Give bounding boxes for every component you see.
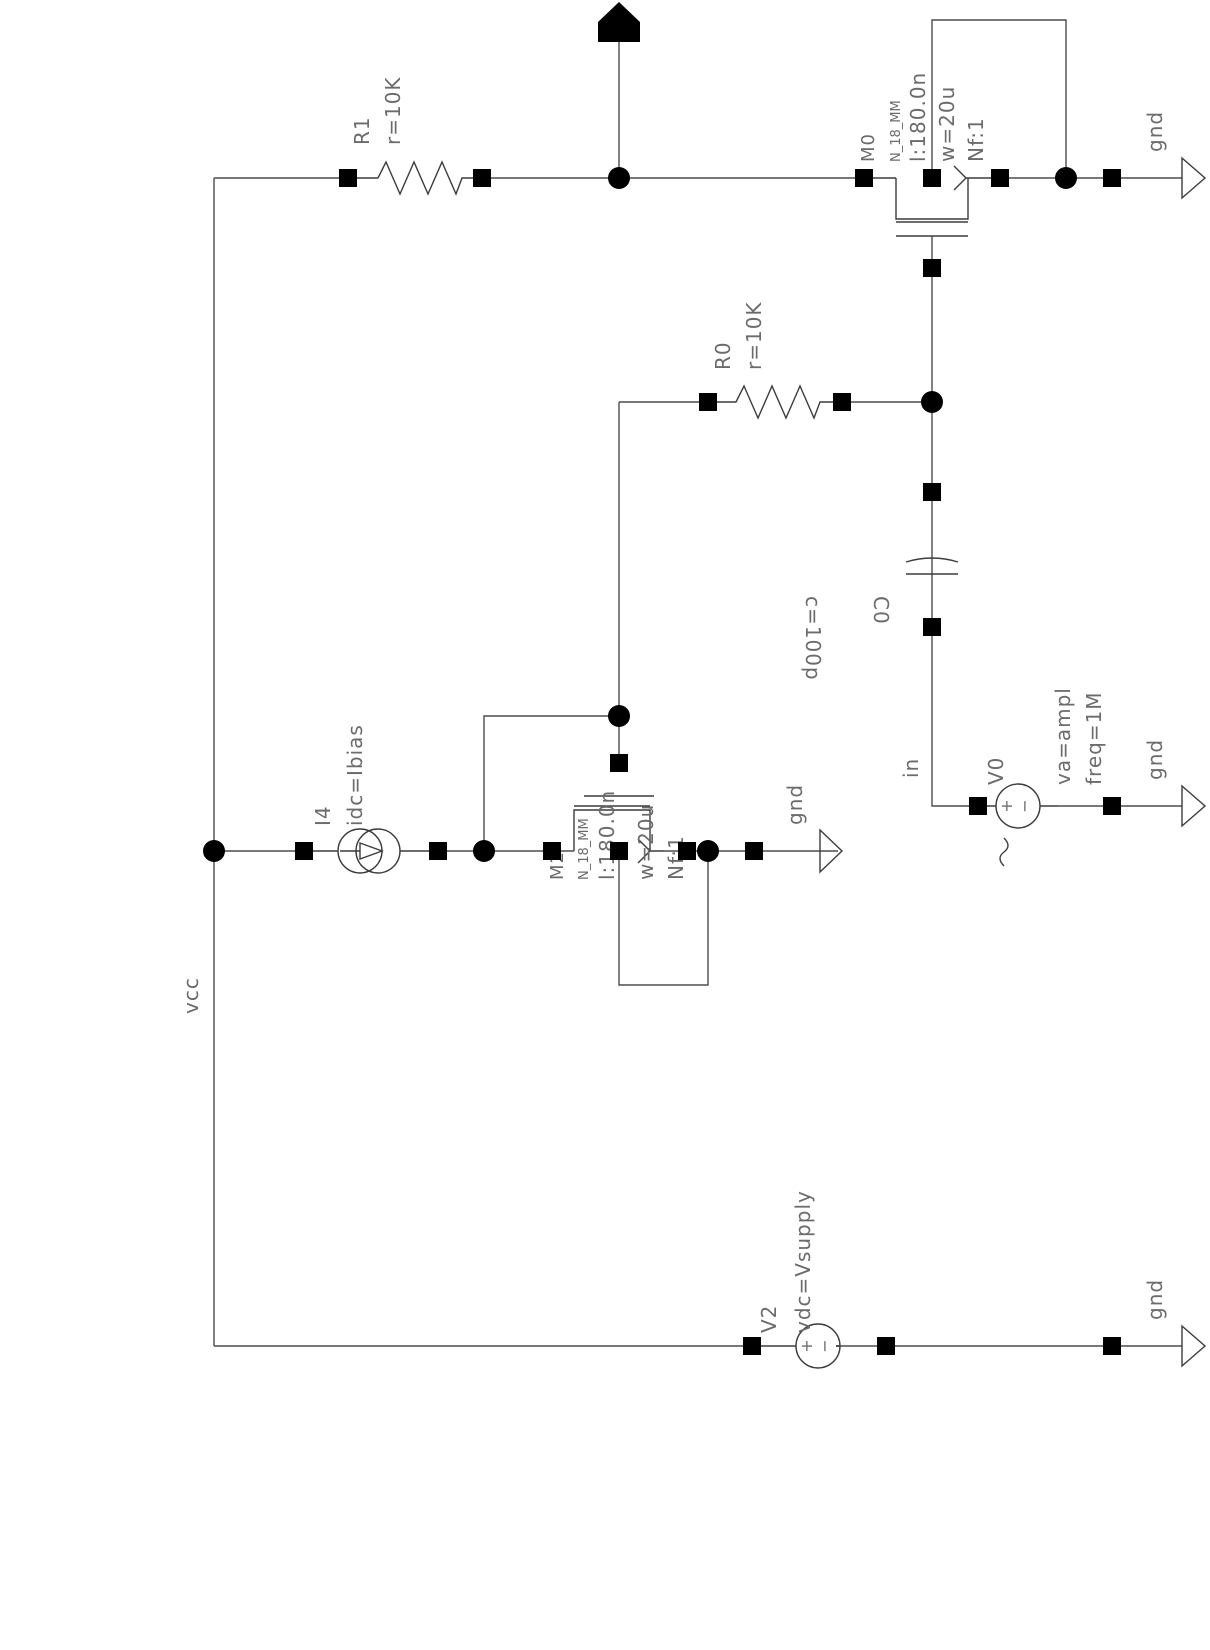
pin-m0-bulk: [923, 169, 941, 187]
pin-m2-bulk: [610, 842, 628, 860]
pin-r1-b: [473, 169, 491, 187]
pin-m2-gate: [610, 754, 628, 772]
v2-name-label: V2: [757, 1305, 781, 1333]
pin-i4-b: [429, 842, 447, 860]
v0-va-label: va=ampl: [1051, 687, 1075, 785]
m0-width-label: w=20u: [935, 86, 959, 162]
v0-plus-sign: +: [997, 799, 1016, 812]
m2-length-label: l:180.0n: [595, 790, 619, 880]
pin-m2-source: [678, 842, 696, 860]
junction-m0-source: [1055, 167, 1077, 189]
ac-wave-icon: [999, 837, 1009, 867]
wires: [213, 19, 1182, 1347]
capacitor-c0[interactable]: C0 c=100p: [801, 557, 959, 681]
transistor-m0[interactable]: M0 N_18_MM l:180.0n w=20u Nf:1: [858, 72, 1000, 237]
m2-model-label: N_18_MM: [577, 818, 592, 880]
net-label-vcc: vcc: [179, 977, 203, 1014]
pin-c0-a: [923, 483, 941, 501]
pin-c0-b: [923, 618, 941, 636]
ground-m2: gnd: [783, 784, 844, 874]
pin-gnd-m2: [745, 842, 763, 860]
v2-value-label: vdc=Vsupply: [791, 1190, 815, 1333]
wire-m2-diode: [483, 715, 619, 851]
r0-name-label: R0: [711, 341, 735, 370]
m2-width-label: w=20u: [634, 804, 658, 880]
wire-m2-bulk-loop: [618, 851, 709, 986]
v0-freq-label: freq=1M: [1082, 691, 1106, 785]
c0-name-label: C0: [869, 596, 893, 625]
junction-m2-source: [697, 840, 719, 862]
m0-length-label: l:180.0n: [906, 72, 930, 162]
m0-nf-label: Nf:1: [964, 117, 988, 162]
pin-v0-plus: [969, 797, 987, 815]
transistor-m2[interactable]: M2 N_18_MM l:180.0n w=20u Nf:1: [547, 790, 688, 880]
gnd-label-v0: gnd: [1143, 739, 1167, 780]
c0-value-label: c=100p: [801, 596, 825, 681]
pin-v2-minus: [877, 1337, 895, 1355]
resistor-r1[interactable]: R1 r=10K: [348, 76, 482, 196]
current-source-i4[interactable]: I4 idc=Ibias: [304, 724, 438, 874]
pin-gnd-m0: [1103, 169, 1121, 187]
junction-m2-drain: [473, 840, 495, 862]
dc-source-v2[interactable]: + − V2 vdc=Vsupply: [752, 1190, 841, 1369]
junction-gate: [921, 391, 943, 413]
v0-name-label: V0: [984, 757, 1008, 785]
pin-r0-b: [833, 393, 851, 411]
pin-v2-plus: [743, 1337, 761, 1355]
r1-value-label: r=10K: [381, 76, 405, 145]
pin-gnd-v2: [1103, 1337, 1121, 1355]
ground-v2: gnd: [1143, 1279, 1207, 1368]
pin-m0-source: [991, 169, 1009, 187]
v2-plus-sign: +: [797, 1339, 816, 1352]
v2-minus-sign: −: [815, 1339, 834, 1352]
pin-r1-a: [339, 169, 357, 187]
output-pin-icon[interactable]: [598, 2, 640, 42]
i4-value-label: idc=Ibias: [343, 724, 367, 826]
gnd-label-m2: gnd: [783, 784, 807, 825]
m0-model-label: N_18_MM: [889, 100, 904, 162]
r1-name-label: R1: [350, 116, 374, 145]
pin-i4-a: [295, 842, 313, 860]
r0-value-label: r=10K: [742, 301, 766, 370]
junction-m2-gate: [608, 705, 630, 727]
pin-m0-gate: [923, 259, 941, 277]
ac-source-v0[interactable]: + − V0 va=ampl freq=1M: [978, 687, 1106, 867]
resistor-r0[interactable]: R0 r=10K: [708, 301, 842, 420]
m0-name-label: M0: [858, 133, 879, 162]
pin-gnd-v0: [1103, 797, 1121, 815]
gnd-label-v2: gnd: [1143, 1279, 1167, 1320]
pin-r0-a: [699, 393, 717, 411]
i4-name-label: I4: [311, 805, 335, 826]
ground-m0: gnd: [1143, 111, 1207, 200]
v0-minus-sign: −: [1015, 799, 1034, 812]
junction-vcc: [203, 840, 225, 862]
wire-m0-bulk-loop: [931, 19, 1067, 178]
gnd-label-m0: gnd: [1143, 111, 1167, 152]
net-label-in: in: [899, 758, 923, 778]
junction-output: [608, 167, 630, 189]
pin-m2-drain: [543, 842, 561, 860]
wire-in-to-v0: [931, 627, 978, 807]
ground-v0: gnd: [1143, 739, 1207, 828]
pins[interactable]: [295, 169, 1121, 1355]
junctions: [203, 167, 1077, 862]
pin-m0-drain: [855, 169, 873, 187]
